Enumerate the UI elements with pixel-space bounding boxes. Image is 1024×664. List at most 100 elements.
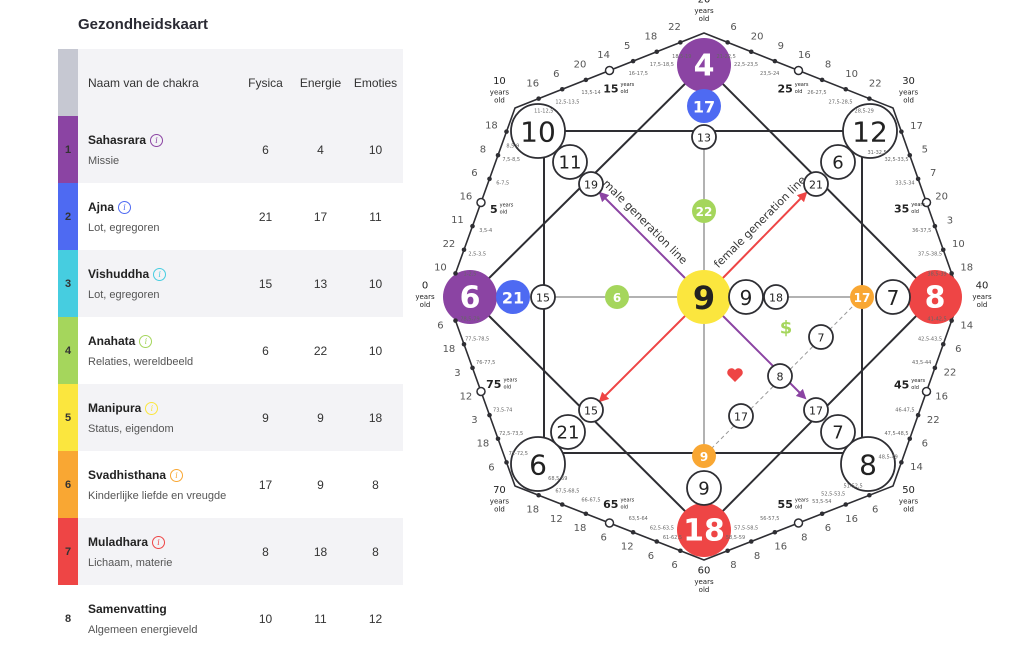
matrix-value-left4: 6 bbox=[613, 291, 621, 305]
age-dot bbox=[453, 318, 458, 323]
fysica-value: 6 bbox=[262, 142, 269, 157]
age-dot bbox=[583, 511, 589, 517]
mid-age-label: 35 bbox=[894, 203, 909, 216]
matrix-value-bottom: 18 bbox=[683, 514, 725, 549]
age-value-label: 8 bbox=[730, 560, 736, 571]
chakra-number: 5 bbox=[58, 384, 78, 451]
fysica-value: 15 bbox=[258, 276, 273, 291]
age-dot bbox=[915, 176, 921, 182]
age-years-word: years bbox=[490, 88, 510, 96]
age-value-label: 14 bbox=[960, 320, 973, 331]
matrix-value-c_br: 8 bbox=[859, 449, 877, 482]
age-label: 20 bbox=[698, 0, 711, 6]
mid-age-label: 25 bbox=[777, 83, 792, 96]
age-dot bbox=[559, 502, 565, 507]
age-dot bbox=[949, 271, 954, 276]
info-icon[interactable]: i bbox=[139, 334, 153, 348]
age-label: 60 bbox=[698, 566, 711, 577]
age-value-label: 3 bbox=[471, 415, 477, 426]
matrix-value-top4: 22 bbox=[696, 205, 713, 219]
age-range-label: 12,5-13,5 bbox=[555, 99, 579, 105]
age-range-label: 8,5-9 bbox=[506, 144, 519, 150]
matrix-value-cr2: 18 bbox=[769, 292, 783, 305]
mid-age-marker bbox=[793, 518, 804, 528]
info-icon[interactable]: i bbox=[118, 200, 132, 214]
mid-age-marker bbox=[604, 65, 615, 76]
matrix-value-left2: 21 bbox=[502, 289, 524, 308]
age-dot bbox=[772, 529, 778, 535]
mid-age-marker bbox=[476, 386, 486, 397]
matrix-point-i_tr_big bbox=[820, 144, 856, 180]
chakra-number: 8 bbox=[64, 612, 72, 625]
matrix-value-bottom2: 9 bbox=[698, 479, 709, 500]
age-value-label: 18 bbox=[574, 523, 587, 534]
age-old-word: old bbox=[903, 96, 914, 104]
age-range-label: 73,5-74 bbox=[493, 407, 512, 413]
age-range-label: 6-7,5 bbox=[496, 181, 509, 187]
matrix-value-i_tl_small: 19 bbox=[584, 179, 598, 192]
age-range-label: 1-2,5 bbox=[464, 271, 477, 277]
mid-age-label: 55 bbox=[778, 498, 793, 511]
mid-age-years: years bbox=[911, 202, 925, 208]
matrix-value-top2: 17 bbox=[693, 98, 715, 117]
age-value-label: 5 bbox=[624, 41, 630, 52]
age-range-label: 67,5-68,5 bbox=[555, 488, 579, 494]
info-icon[interactable]: i bbox=[145, 401, 159, 415]
energie-value: 9 bbox=[317, 477, 324, 492]
age-value-label: 6 bbox=[553, 69, 559, 80]
age-dot bbox=[772, 58, 778, 64]
matrix-point-bottom2 bbox=[686, 470, 722, 506]
chakra-description: Lot, egregoren bbox=[88, 221, 160, 234]
age-value-label: 14 bbox=[910, 462, 923, 473]
age-dot bbox=[630, 58, 636, 64]
age-dot bbox=[867, 492, 872, 498]
age-value-label: 9 bbox=[778, 41, 784, 52]
age-dot bbox=[843, 86, 849, 92]
matrix-value-i_bl_big: 21 bbox=[557, 423, 580, 444]
info-icon[interactable]: i bbox=[152, 535, 166, 549]
chakra-name: Anahata bbox=[88, 333, 136, 348]
age-dot bbox=[819, 77, 825, 83]
age-range-label: 58,5-59 bbox=[726, 535, 745, 541]
chakra-description: Lichaam, materie bbox=[88, 556, 173, 569]
chakra-number: 7 bbox=[58, 518, 78, 585]
info-icon[interactable]: i bbox=[150, 133, 164, 147]
matrix-point-right3 bbox=[850, 285, 874, 309]
info-icon[interactable]: i bbox=[153, 267, 167, 281]
age-years-word: years bbox=[694, 578, 714, 586]
matrix-value-c_tr: 12 bbox=[852, 116, 888, 149]
matrix-value-top: 4 bbox=[694, 49, 715, 84]
mid-age-label: 45 bbox=[894, 378, 909, 391]
matrix-point-cr1 bbox=[728, 279, 764, 315]
heart-icon bbox=[727, 368, 743, 382]
matrix-value-love2: 17 bbox=[734, 411, 748, 424]
matrix-point-bottom bbox=[677, 503, 731, 557]
age-years-word: years bbox=[899, 498, 919, 506]
age-value-label: 8 bbox=[801, 532, 807, 543]
age-range-label: 57,5-58,5 bbox=[734, 525, 758, 531]
age-dot bbox=[504, 129, 509, 134]
emoties-value: 18 bbox=[368, 410, 383, 425]
energie-value: 13 bbox=[313, 276, 328, 291]
age-value-label: 22 bbox=[443, 239, 456, 250]
age-range-label: 37,5-38,5 bbox=[918, 251, 942, 257]
age-dot bbox=[949, 318, 954, 323]
age-label: 50 bbox=[902, 485, 915, 496]
matrix-value-i_br_small: 17 bbox=[809, 405, 823, 418]
matrix-value-i_tr_big: 6 bbox=[832, 153, 843, 174]
age-range-label: 27,5-28,5 bbox=[829, 99, 853, 105]
age-value-label: 6 bbox=[648, 551, 654, 562]
age-dot bbox=[495, 436, 501, 442]
chakra-name: Muladhara bbox=[88, 534, 149, 549]
age-value-label: 18 bbox=[477, 439, 490, 450]
chakra-number: 3 bbox=[58, 250, 78, 317]
info-icon[interactable]: i bbox=[170, 468, 184, 482]
mid-age-marker bbox=[604, 518, 615, 528]
